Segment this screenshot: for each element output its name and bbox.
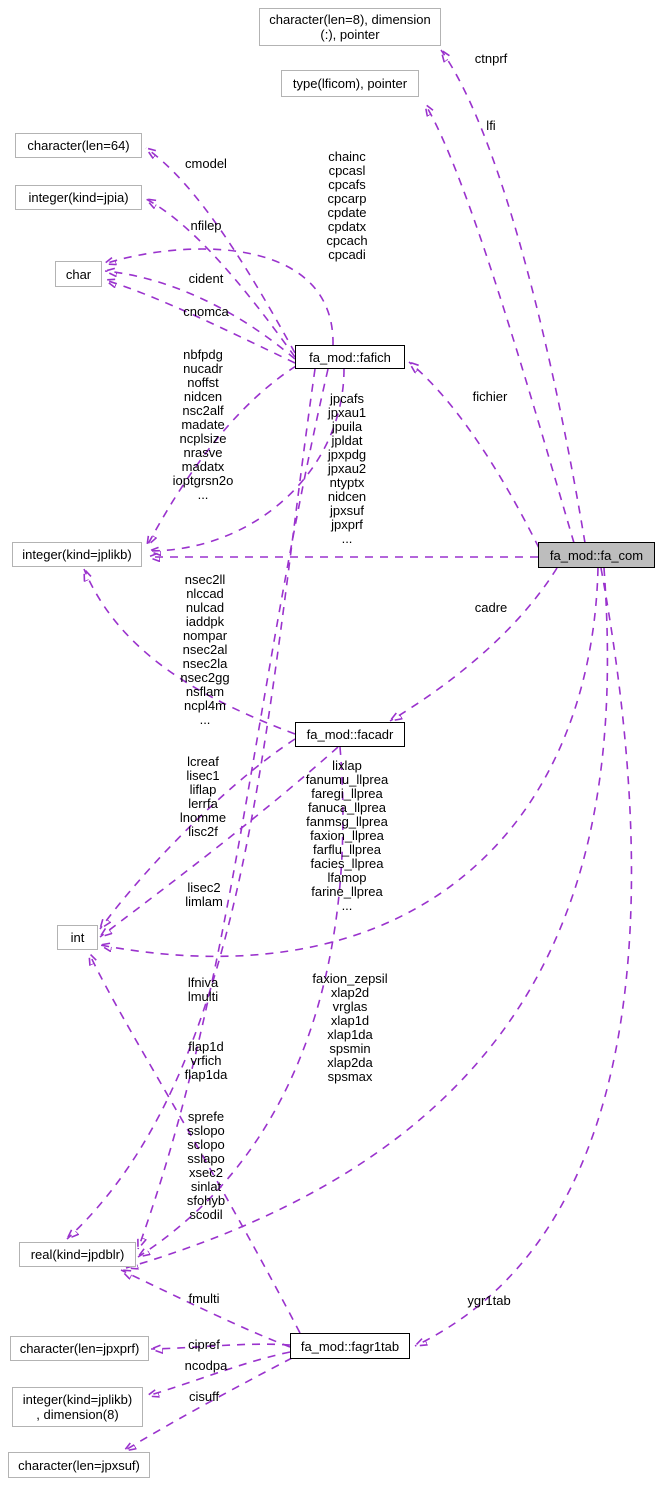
node-char: char (55, 261, 102, 287)
edge-label-ygr1tab: ygr1tab (467, 1293, 511, 1308)
edge-lisec2 (100, 746, 339, 937)
edge-label-cisuff: cisuff (188, 1389, 220, 1404)
edge-cipref (151, 1344, 291, 1349)
edge-ygr1tab (415, 567, 633, 1346)
edge-label-sprefe-block: sprefe sslopo sclopo sslapo xsec2 sinlat… (186, 1109, 226, 1222)
node-character-jpxsuf: character(len=jpxsuf) (8, 1452, 150, 1478)
edge-label-lcreaf-block: lcreaf lisec1 liflap lerrfa lnomme lisc2… (179, 754, 227, 839)
node-integer-jplikb: integer(kind=jplikb) (12, 542, 142, 567)
edge-label-cadre: cadre (474, 600, 508, 615)
edge-cadre (390, 567, 558, 721)
node-fa-mod-facadr[interactable]: fa_mod::facadr (295, 722, 405, 747)
node-fa-mod-fa-com: fa_mod::fa_com (538, 542, 655, 568)
edge-nfilep (146, 199, 296, 358)
edge-label-cipref: cipref (188, 1337, 220, 1352)
edge-sprefe (67, 368, 316, 1239)
edge-nsec2ll (84, 569, 296, 735)
edge-label-faxion-block: faxion_zepsil xlap2d vrglas xlap1d xlap1… (312, 971, 388, 1084)
edge-lcreaf (100, 738, 296, 929)
edge-label-fichier: fichier (472, 389, 508, 404)
edge-label-cnomca: cnomca (183, 304, 229, 319)
edge-cident (105, 271, 296, 360)
edge-chainc (104, 248, 334, 346)
edge-fmulti (121, 1270, 291, 1348)
node-integer-jplikb-dim8: integer(kind=jplikb) , dimension(8) (12, 1387, 143, 1427)
node-integer-jpia: integer(kind=jpia) (15, 185, 142, 210)
edge-faxion (138, 746, 344, 1257)
node-int: int (57, 925, 98, 950)
edge-cmodel (146, 148, 296, 354)
edge-label-cident: cident (188, 271, 224, 286)
edge-fichier (409, 362, 540, 549)
node-character-jpxprf: character(len=jpxprf) (10, 1336, 149, 1361)
edge-flap1d (138, 368, 329, 1249)
edge-label-nbfpdg-block: nbfpdg nucadr noffst nidcen nsc2alf mada… (172, 347, 234, 502)
edge-label-nsec2ll-block: nsec2ll nlccad nulcad iaddpk nompar nsec… (180, 572, 230, 727)
edge-label-lisec2-block: lisec2 limlam (185, 880, 223, 909)
edge-label-flap1d-block: flap1d vrfich flap1da (184, 1039, 228, 1082)
edge-cnomca (105, 280, 296, 364)
edge-cisuff (124, 1357, 293, 1451)
edge-label-cmodel: cmodel (185, 156, 227, 171)
edge-label-jpcafs-block: jpcafs jpxau1 jpuila jpldat jpxpdg jpxau… (327, 391, 367, 546)
edge-label-lixlap-block: lixlap fanumu_llprea faregi_llprea fanuc… (305, 758, 389, 913)
node-type-lficom-ptr: type(lficom), pointer (281, 70, 419, 97)
edge-ctnprf (441, 50, 586, 544)
edge-label-chainc-block: chainc cpcasl cpcafs cpcarp cpdate cpdat… (326, 149, 368, 262)
edge-label-fmulti: fmulti (188, 1291, 220, 1306)
edge-lfi (425, 104, 575, 544)
edge-ncodpa (147, 1351, 291, 1396)
node-fa-mod-fafich[interactable]: fa_mod::fafich (295, 345, 405, 369)
edge-label-lfniva-block: lfniva lmulti (187, 975, 219, 1004)
node-real-jpdblr: real(kind=jpdblr) (19, 1242, 136, 1267)
node-char8-dim-ptr: character(len=8), dimension (:), pointer (259, 8, 441, 46)
node-character-len64: character(len=64) (15, 133, 142, 158)
edge-label-lfi: lfi (486, 118, 496, 133)
edge-facom-real (126, 567, 609, 1268)
node-fa-mod-fagr1tab[interactable]: fa_mod::fagr1tab (290, 1333, 410, 1359)
edge-label-ctnprf: ctnprf (474, 51, 508, 66)
edge-label-nfilep: nfilep (190, 218, 222, 233)
edge-label-ncodpa: ncodpa (184, 1358, 228, 1373)
edge-fagr1tab-int (89, 953, 301, 1334)
